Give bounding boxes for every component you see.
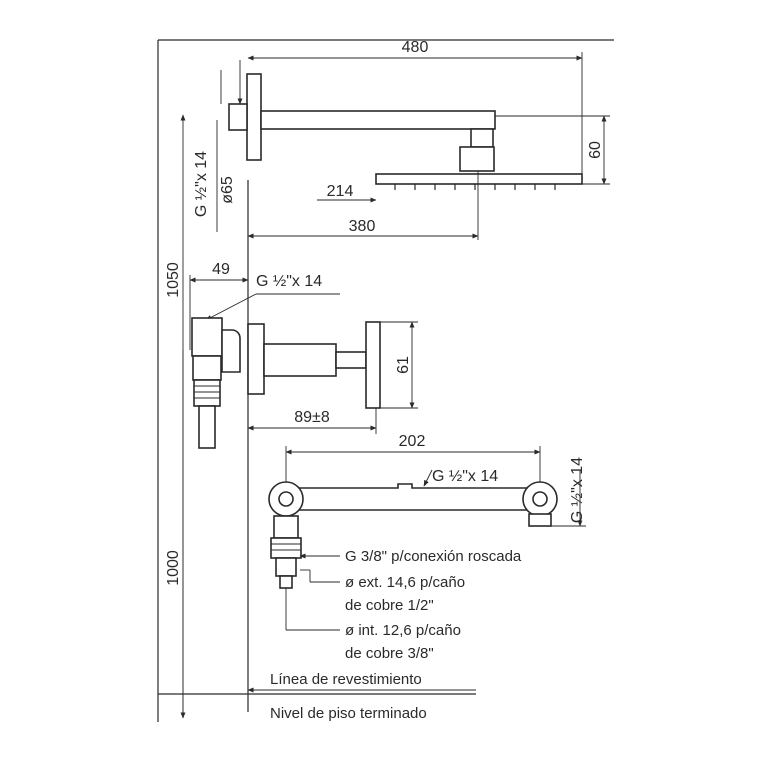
note-ext-diameter: ø ext. 14,6 p/caño [345, 574, 465, 591]
bar-left-thread [270, 537, 302, 559]
shower-head-nozzles [394, 184, 556, 190]
valve-escutcheon [247, 323, 265, 395]
distribution-bar [293, 483, 533, 511]
dim-480: 480 [402, 39, 429, 56]
dim-214: 214 [327, 183, 354, 200]
dim-60: 60 [587, 141, 604, 159]
bar-thread-arrow [423, 469, 433, 487]
note-copper-three-eighths: de cobre 3/8" [345, 645, 434, 662]
shower-arm [260, 110, 496, 130]
valve-elbow [221, 329, 241, 373]
arm-connector [470, 128, 494, 148]
valve-thread-marks [194, 385, 220, 399]
dim-89: 89±8 [294, 409, 330, 426]
bar-left-pipe-end [279, 575, 293, 589]
shower-head [375, 173, 583, 185]
valve-thread-arrow [205, 293, 257, 321]
bar-thread-label: G ½"x 14 [432, 468, 498, 485]
note-copper-half: de cobre 1/2" [345, 597, 434, 614]
valve-body [191, 317, 223, 357]
bar-left-outlet [273, 515, 299, 539]
note-int-diameter: ø int. 12,6 p/caño [345, 622, 461, 639]
valve-inlet-thread [193, 379, 221, 407]
bar-right-outlet [528, 513, 552, 527]
valve-thread-label: G ½"x 14 [256, 273, 322, 290]
dim-61: 61 [395, 356, 412, 374]
valve-stem [263, 343, 337, 377]
dim-380: 380 [349, 218, 376, 235]
valve-inlet-pipe [198, 405, 216, 449]
arm-thread-label: G ½"x 14 [193, 151, 210, 217]
floor-line-label: Nivel de piso terminado [270, 705, 427, 722]
wall-flange [246, 73, 262, 161]
bar-right-fitting-inner [532, 491, 548, 507]
flange-nipple [228, 103, 248, 131]
valve-neck [335, 351, 367, 369]
flange-diameter-label: ø65 [219, 176, 236, 204]
head-swivel [459, 146, 495, 172]
valve-handle[interactable] [365, 321, 381, 409]
bar-left-thread-marks [271, 543, 301, 551]
dim-1000: 1000 [165, 550, 182, 586]
bar-left-fitting-inner [278, 491, 294, 507]
bar-left-pipe [275, 557, 297, 577]
dim-1050: 1050 [165, 262, 182, 298]
note-thread-connection: G 3/8" p/conexión roscada [345, 548, 522, 565]
dim-202: 202 [399, 433, 426, 450]
valve-outlet [192, 355, 222, 381]
wall-line-label: Línea de revestimiento [270, 671, 422, 688]
dim-49: 49 [212, 261, 230, 278]
bar-right-thread-label: G ½"x 14 [569, 457, 586, 523]
